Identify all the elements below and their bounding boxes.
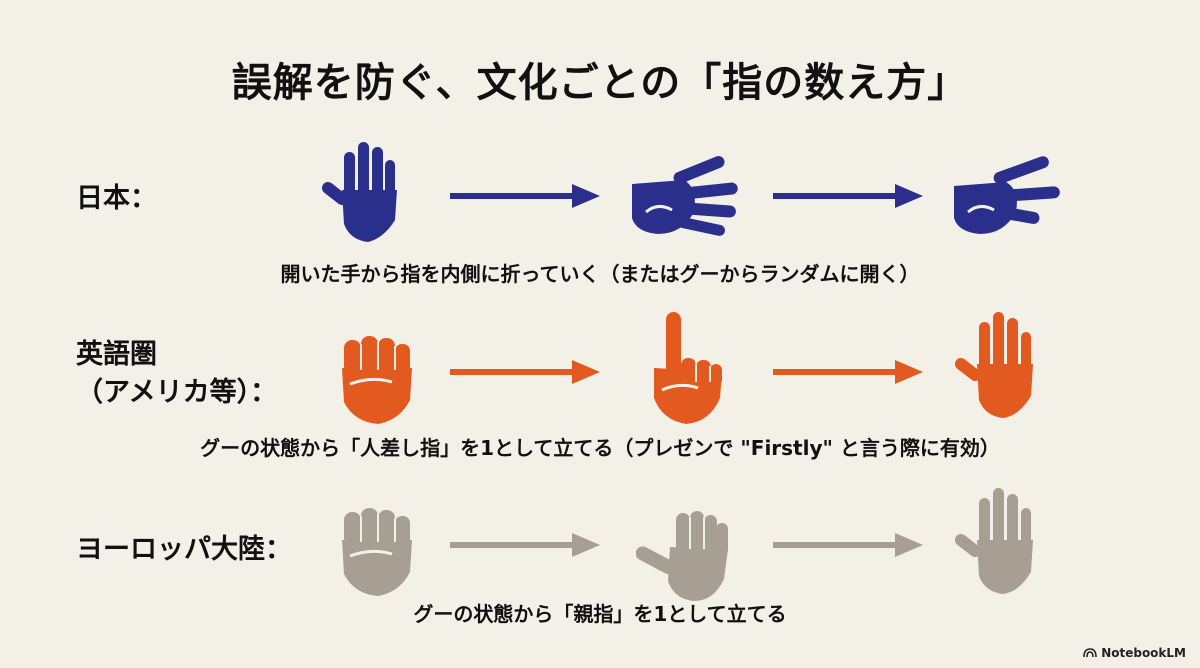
notebooklm-logo-icon — [1083, 648, 1097, 658]
badge-label: NotebookLM — [1101, 646, 1186, 660]
row-caption-japan: 開いた手から指を内側に折っていく（またはグーからランダムに開く） — [280, 262, 920, 286]
row-label-english: 英語圏 （アメリカ等）： — [76, 336, 277, 412]
notebooklm-badge: NotebookLM — [1083, 646, 1186, 660]
page-title: 誤解を防ぐ、文化ごとの「指の数え方」 — [231, 60, 969, 106]
thumb-out-hand-icon — [636, 511, 728, 601]
row-caption-europe: グーの状態から「親指」を1として立てる — [413, 602, 787, 626]
arrow-icon — [450, 360, 600, 384]
open-hand-icon — [955, 488, 1033, 594]
index-finger-up-icon — [654, 312, 722, 424]
fist-icon — [342, 336, 412, 424]
open-hand-icon — [322, 142, 397, 242]
arrow-icon — [773, 360, 923, 384]
row-label-europe: ヨーロッパ大陸： — [76, 531, 292, 569]
row-caption-english: グーの状態から「人差し指」を1として立てる（プレゼンで "Firstly" と言… — [200, 436, 1000, 460]
row-label-line: （アメリカ等）： — [76, 376, 278, 408]
arrow-icon — [773, 533, 923, 557]
fist-icon — [342, 508, 412, 596]
three-fingers-hand-icon — [954, 156, 1060, 234]
arrow-icon — [450, 533, 600, 557]
arrow-icon — [773, 184, 923, 208]
arrow-icon — [450, 184, 600, 208]
row-label-japan: 日本： — [76, 180, 157, 218]
open-hand-icon — [955, 312, 1033, 418]
four-fingers-hand-icon — [632, 156, 738, 236]
row-label-line: 英語圏 — [76, 339, 157, 370]
row-label-line: ヨーロッパ大陸： — [76, 534, 292, 565]
row-label-line: 日本： — [76, 183, 157, 214]
